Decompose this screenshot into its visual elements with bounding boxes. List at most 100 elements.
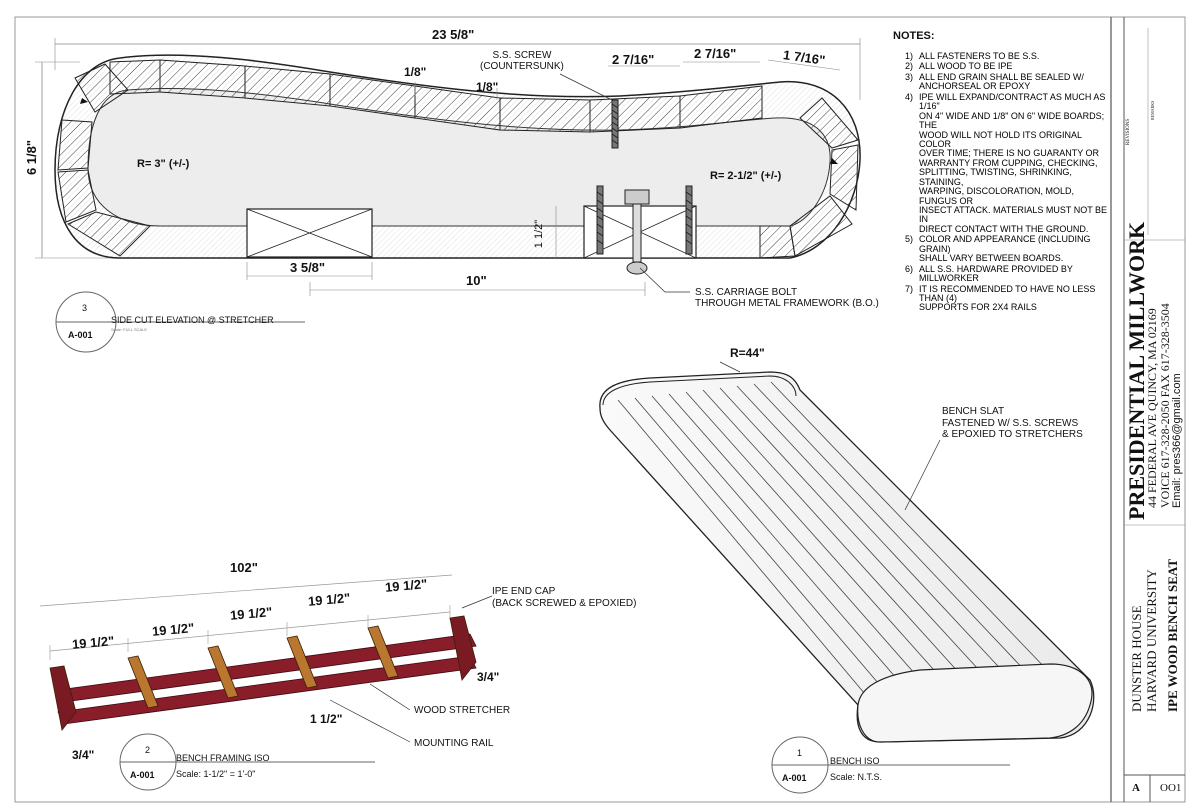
note-number: 3): [905, 71, 914, 82]
dim-slat-2: 2 7/16": [694, 46, 737, 61]
dim-gap-1: 1/8": [404, 65, 427, 79]
callout-framing-number: 2: [145, 745, 151, 755]
section-slat: [159, 59, 246, 99]
callout-bench-sheet: A-001: [782, 773, 807, 783]
end-cap: [49, 665, 77, 731]
callout-section-sheet: A-001: [68, 330, 93, 340]
dim-offset: 10": [466, 273, 487, 288]
note-line: SUPPORTS FOR 2X4 RAILS: [919, 302, 1037, 313]
callout-framing-title: BENCH FRAMING ISO: [176, 753, 270, 763]
revisions-label: REVISIONS: [1126, 118, 1131, 145]
note-line: SPLITTING, TWISTING, SHRINKING, STAINING…: [919, 167, 1072, 187]
callout-framing-sheet: A-001: [130, 770, 155, 780]
dim-rail-height: 1 1/2": [533, 219, 546, 249]
note-number: 7): [905, 283, 914, 294]
callout-bench: [771, 736, 1010, 794]
note-line: COLOR AND APPEARANCE (INCLUDING GRAIN): [919, 234, 1091, 254]
callout-framing: [119, 733, 375, 791]
note-item: 1) ALL FASTENERS TO BE S.S.: [905, 51, 1110, 61]
stretcher: [127, 655, 159, 709]
dim-rail: 1 1/2": [310, 712, 343, 726]
bench-iso: [599, 361, 1095, 743]
note-item: 7) IT IS RECOMMENDED TO HAVE NO LESS THAN…: [905, 283, 1110, 313]
sheet-letter: A: [1132, 782, 1140, 794]
section-slat: [499, 97, 591, 133]
label-radius-right: R= 2-1/2" (+/-): [710, 170, 782, 182]
company-email: Email: pres366@gmail.com: [1171, 373, 1183, 508]
bench-slat-line: [685, 391, 951, 689]
note-line: DIRECT CONTACT WITH THE GROUND.: [919, 223, 1089, 234]
dim-height: 6 1/8": [24, 139, 40, 176]
note-line: ALL S.S. HARDWARE PROVIDED BY MILLWORKER: [919, 263, 1073, 284]
dim-framing-overall: 102": [230, 560, 258, 575]
bench-slat-line: [736, 385, 1011, 680]
dim-overall-width: 23 5/8": [432, 27, 475, 42]
callout-section: [55, 291, 305, 353]
bench-slat-line: [634, 397, 891, 698]
note-line: SHALL VARY BETWEEN BOARDS.: [919, 253, 1064, 264]
label-screw: S.S. SCREW (COUNTERSUNK): [480, 50, 564, 72]
dim-stretcher-width: 3 5/8": [290, 260, 326, 275]
sheet-number: OO1: [1160, 782, 1182, 794]
callout-section-scale: Scale: FULL SCALE: [111, 327, 148, 332]
callout-section-title: SIDE CUT ELEVATION @ STRETCHER: [111, 315, 274, 325]
note-line: IPE WILL EXPAND/CONTRACT AS MUCH AS 1/16…: [919, 91, 1106, 112]
notes-title: NOTES:: [893, 30, 935, 42]
note-line: INSECT ATTACK. MATERIALS MUST NOT BE IN: [919, 205, 1108, 225]
note-line: ALL WOOD TO BE IPE: [919, 61, 1013, 72]
note-number: 1): [905, 51, 914, 61]
stretcher: [207, 645, 239, 699]
label-bolt: S.S. CARRIAGE BOLT THROUGH METAL FRAMEWO…: [695, 287, 879, 309]
revisions-remarks: REMARKS: [1150, 100, 1155, 120]
note-line: ON 4" WIDE AND 1/8" ON 6" WIDE BOARDS; T…: [919, 110, 1105, 131]
project-client: HARVARD UNIVERSITY: [1144, 569, 1159, 712]
note-number: 5): [905, 234, 914, 245]
label-mounting-rail: MOUNTING RAIL: [414, 738, 494, 749]
notes-list: 1) ALL FASTENERS TO BE S.S. 2) ALL WOOD TO …: [905, 51, 1110, 314]
note-number: 6): [905, 263, 914, 274]
note-item: 3) ALL END GRAIN SHALL BE SEALED W/ANCHOR…: [905, 71, 1110, 92]
note-item: 5) COLOR AND APPEARANCE (INCLUDING GRAIN)…: [905, 234, 1110, 264]
note-item: 2) ALL WOOD TO BE IPE: [905, 61, 1110, 72]
stretcher: [286, 635, 318, 689]
screws: [596, 99, 693, 275]
callout-section-number: 3: [82, 303, 88, 313]
note-line: WOOD WILL NOT HOLD ITS ORIGINAL COLOR: [919, 129, 1082, 149]
dim-end-cap-left: 3/4": [72, 748, 95, 762]
framing-iso: [39, 574, 493, 743]
note-line: ALL END GRAIN SHALL BE SEALED W/: [919, 71, 1084, 82]
note-number: 2): [905, 61, 914, 72]
label-bench-slat: BENCH SLAT FASTENED W/ S.S. SCREWS & EPO…: [942, 406, 1083, 440]
note-item: 4) IPE WILL EXPAND/CONTRACT AS MUCH AS 1/…: [905, 91, 1110, 235]
note-line: ANCHORSEAL OR EPOXY: [919, 81, 1031, 92]
section-slat: [589, 95, 681, 133]
bench-slat-line: [617, 399, 871, 701]
callout-framing-scale: Scale: 1-1/2" = 1'-0": [176, 769, 256, 779]
bench-slat-line: [753, 383, 1031, 677]
dim-gap-2: 1/8": [476, 80, 499, 94]
callout-bench-title: BENCH ISO: [830, 756, 880, 766]
label-radius-left: R= 3" (+/-): [137, 158, 190, 170]
drawing-title: IPE WOOD BENCH SEAT: [1165, 558, 1180, 712]
dim-end-cap-right: 3/4": [477, 670, 500, 684]
bench-slat-line: [668, 393, 931, 692]
note-number: 4): [905, 91, 914, 102]
side-cut-elevation: [35, 38, 861, 296]
bench-slat-line: [770, 381, 1051, 674]
note-line: ALL FASTENERS TO BE S.S.: [919, 51, 1040, 61]
note-line: OVER TIME; THERE IS NO GUARANTY OR: [919, 148, 1100, 159]
section-slat: [679, 85, 763, 129]
note-line: IT IS RECOMMENDED TO HAVE NO LESS THAN (…: [919, 283, 1096, 303]
project-name: DUNSTER HOUSE: [1129, 605, 1144, 712]
callout-bench-number: 1: [797, 748, 803, 758]
end-cap: [449, 615, 477, 681]
note-item: 6) ALL S.S. HARDWARE PROVIDED BY MILLWORK…: [905, 263, 1110, 284]
stretcher: [367, 625, 399, 679]
bench-slat-line: [719, 387, 991, 683]
label-stretcher: WOOD STRETCHER: [414, 705, 511, 716]
label-end-cap: IPE END CAP (BACK SCREWED & EPOXIED): [492, 586, 637, 609]
bench-slat-line: [702, 389, 971, 686]
bench-slat-line: [651, 395, 911, 695]
callout-bench-scale: Scale: N.T.S.: [830, 772, 883, 782]
